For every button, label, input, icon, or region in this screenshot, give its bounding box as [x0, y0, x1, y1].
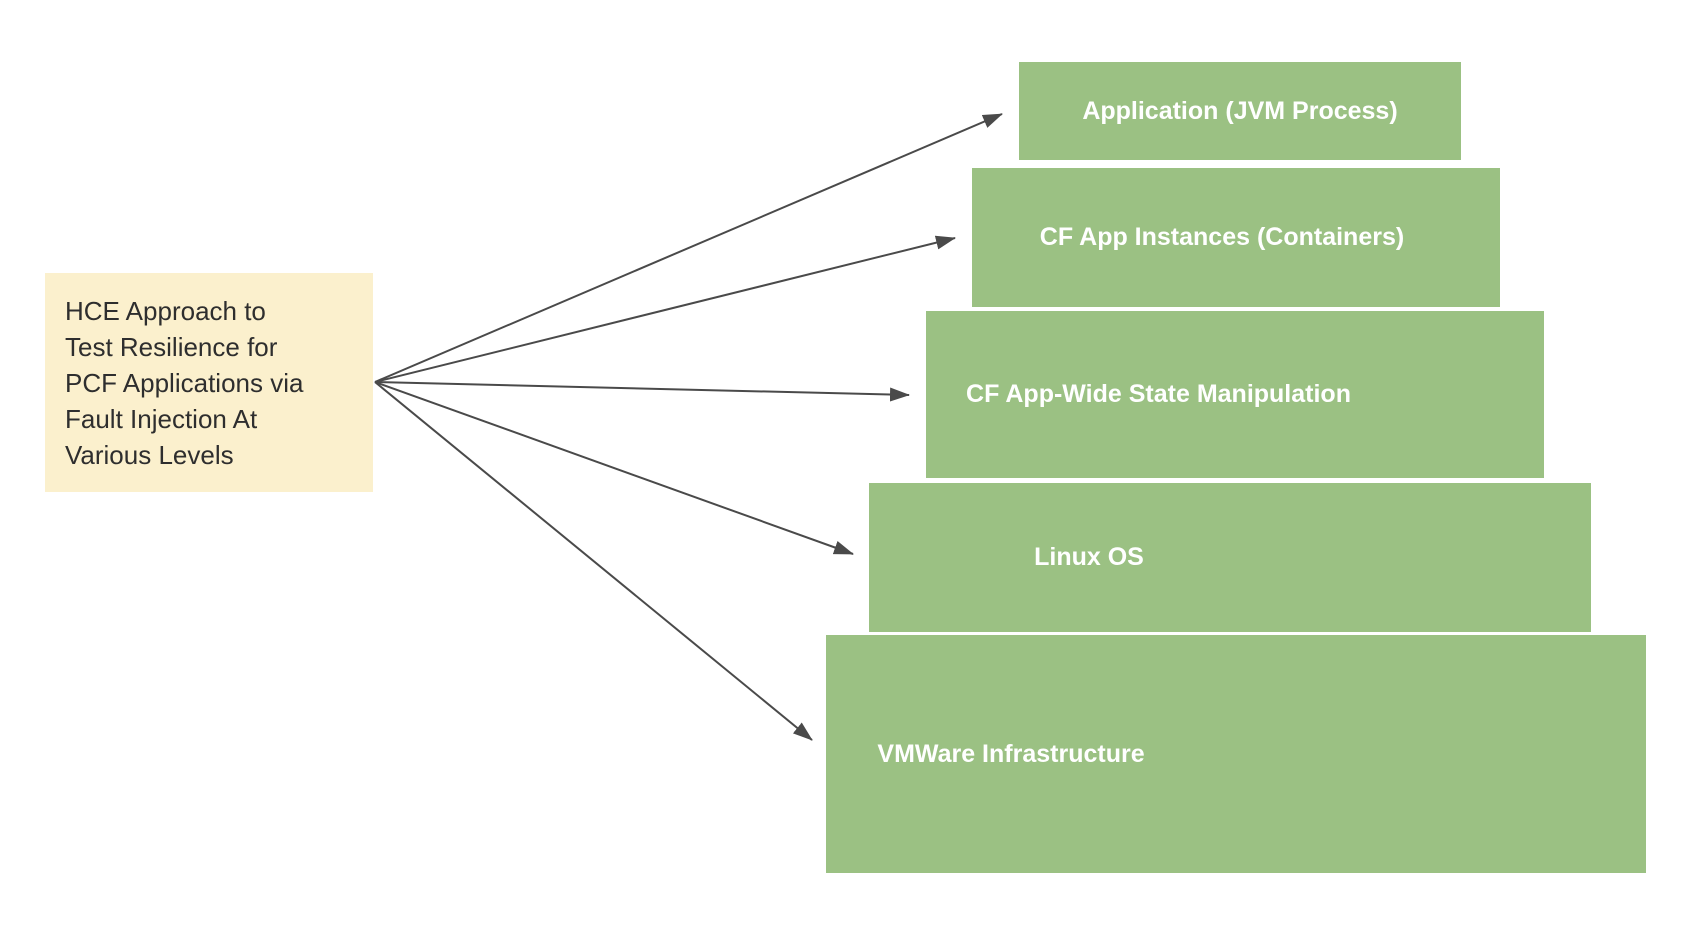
level-cf-app-instances-label: CF App Instances (Containers) — [1039, 223, 1405, 251]
level-vmware-infrastructure-label: VMWare Infrastructure — [877, 739, 1145, 768]
level-cf-app-wide-state: CF App-Wide State Manipulation — [926, 311, 1544, 478]
arrow-to-linux-os — [374, 381, 854, 555]
arrow-to-application — [374, 113, 1003, 383]
level-linux-os: Linux OS — [869, 483, 1591, 632]
arrow-to-cf-app-instances — [374, 235, 956, 383]
arrow-to-state-manipulation — [374, 381, 910, 402]
source-label-text: HCE Approach to Test Resilience for PCF … — [65, 295, 304, 470]
source-label-box: HCE Approach to Test Resilience for PCF … — [45, 273, 373, 492]
level-application: Application (JVM Process) — [1019, 62, 1461, 160]
arrow-to-vmware-infra — [374, 381, 813, 741]
level-application-label: Application (JVM Process) — [1082, 96, 1398, 125]
level-cf-app-wide-state-label: CF App-Wide State Manipulation — [966, 380, 1351, 408]
level-vmware-infrastructure: VMWare Infrastructure — [826, 635, 1646, 873]
level-cf-app-instances: CF App Instances (Containers) — [972, 168, 1500, 307]
level-linux-os-label: Linux OS — [1034, 543, 1144, 571]
